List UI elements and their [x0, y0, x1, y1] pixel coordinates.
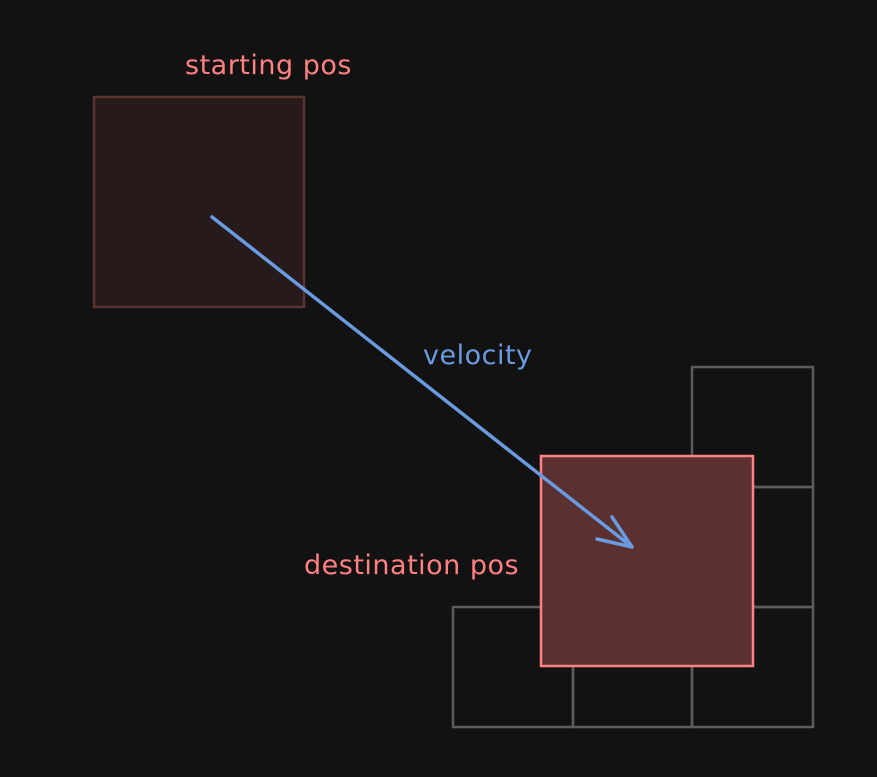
starting-position-box — [92, 95, 306, 309]
velocity-arrow — [210, 215, 634, 549]
destination-pos-label: destination pos — [304, 550, 519, 581]
destination-position-box — [539, 454, 755, 668]
velocity-arrow-head — [595, 515, 634, 549]
velocity-arrow-shaft — [210, 215, 634, 549]
starting-pos-label: starting pos — [185, 50, 352, 81]
velocity-label: velocity — [423, 340, 533, 371]
